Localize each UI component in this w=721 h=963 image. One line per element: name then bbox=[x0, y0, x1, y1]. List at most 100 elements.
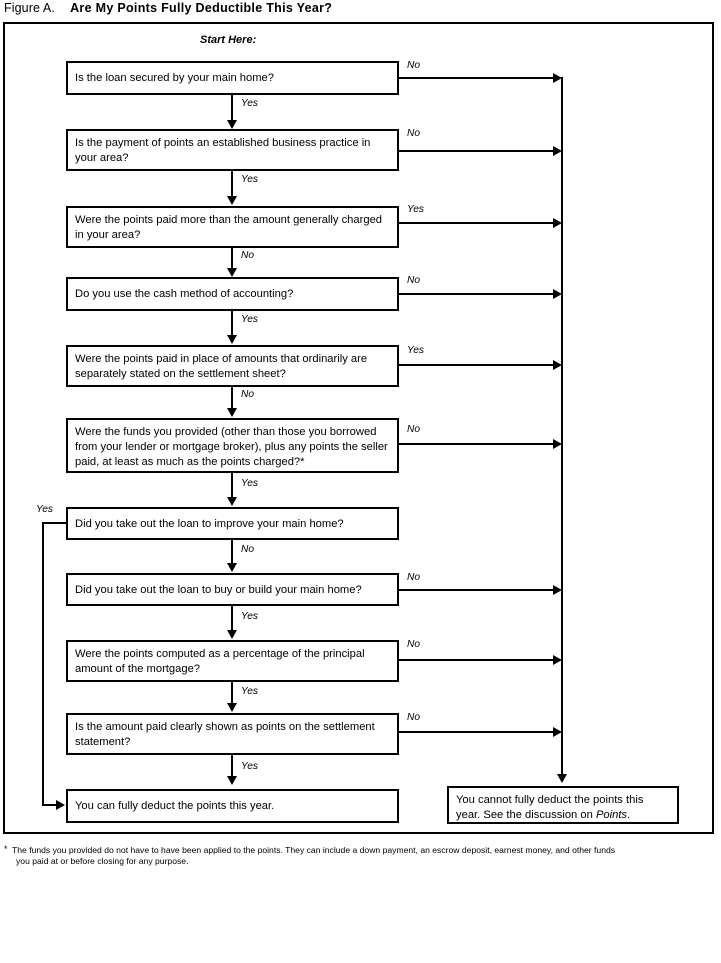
edge-label-q7-yes: Yes bbox=[36, 504, 53, 515]
edge-q8-no-line bbox=[399, 589, 559, 591]
footnote-line-1: The funds you provided do not have to ha… bbox=[12, 845, 616, 855]
question-4-text: Do you use the cash method of accounting… bbox=[75, 288, 294, 300]
edge-q4-no-line bbox=[399, 293, 559, 295]
edge-q10-no-arrowhead bbox=[553, 727, 562, 737]
edge-q1-no-line bbox=[399, 77, 559, 79]
edge-q8-no-arrowhead bbox=[553, 585, 562, 595]
no-branch-collector-arrowhead bbox=[557, 774, 567, 783]
edge-label-q5-no: No bbox=[241, 389, 255, 400]
question-box-2[interactable]: Is the payment of points an established … bbox=[66, 129, 399, 171]
edge-q5-q6-arrowhead bbox=[227, 408, 237, 417]
chart-frame bbox=[3, 22, 714, 834]
question-7-text: Did you take out the loan to improve you… bbox=[75, 517, 344, 530]
question-1-text: Is the loan secured by your main home? bbox=[75, 72, 274, 84]
edge-q1-q2-line bbox=[231, 95, 233, 121]
edge-q7-q8-line bbox=[231, 540, 233, 564]
edge-q7-yes-arrowhead bbox=[56, 800, 65, 810]
edge-label-q5-yes: Yes bbox=[407, 345, 424, 356]
footnote-marker: * bbox=[4, 844, 8, 854]
footnote: * The funds you provided do not have to … bbox=[4, 844, 718, 867]
edge-q9-no-arrowhead bbox=[553, 655, 562, 665]
question-6-text: Were the funds you provided (other than … bbox=[75, 426, 388, 468]
edge-q6-no-arrowhead bbox=[553, 439, 562, 449]
result-not-deductible-points-ref: Points bbox=[595, 809, 628, 821]
edge-q3-yes-line bbox=[399, 222, 559, 224]
edge-q7-yes-vertical-segment bbox=[42, 522, 44, 806]
edge-label-q4-no: No bbox=[407, 275, 421, 286]
edge-label-q6-no: No bbox=[407, 424, 421, 435]
edge-q9-no-line bbox=[399, 659, 559, 661]
edge-q3-yes-arrowhead bbox=[553, 218, 562, 228]
edge-q4-q5-line bbox=[231, 311, 233, 336]
edge-q1-q2-arrowhead bbox=[227, 120, 237, 129]
edge-q3-q4-line bbox=[231, 248, 233, 269]
edge-q2-no-arrowhead bbox=[553, 146, 562, 156]
result-fully-deductible-text: You can fully deduct the points this yea… bbox=[75, 800, 275, 812]
edge-q5-q6-line bbox=[231, 387, 233, 409]
edge-q6-q7-line bbox=[231, 473, 233, 498]
edge-q1-no-arrowhead bbox=[553, 73, 562, 83]
edge-label-q1-no: No bbox=[407, 60, 421, 71]
edge-q5-yes-arrowhead bbox=[553, 360, 562, 370]
edge-label-q3-no: No bbox=[241, 250, 255, 261]
result-box-fully-deductible[interactable]: You can fully deduct the points this yea… bbox=[66, 789, 399, 823]
edge-label-q10-no: No bbox=[407, 712, 421, 723]
edge-label-q6-yes: Yes bbox=[241, 478, 258, 489]
footnote-line-2: you paid at or before closing for any pu… bbox=[16, 856, 189, 866]
question-box-4[interactable]: Do you use the cash method of accounting… bbox=[66, 277, 399, 311]
figure-title: Figure A. Are My Points Fully Deductible… bbox=[4, 1, 332, 15]
question-box-9[interactable]: Were the points computed as a percentage… bbox=[66, 640, 399, 682]
edge-label-q8-no: No bbox=[407, 572, 421, 583]
question-10-text: Is the amount paid clearly shown as poin… bbox=[75, 721, 375, 748]
edge-q6-no-line bbox=[399, 443, 559, 445]
edge-label-q8-yes: Yes bbox=[241, 611, 258, 622]
edge-q3-q4-arrowhead bbox=[227, 268, 237, 277]
edge-q4-no-arrowhead bbox=[553, 289, 562, 299]
edge-label-q9-no: No bbox=[407, 639, 421, 650]
edge-q8-q9-arrowhead bbox=[227, 630, 237, 639]
question-box-8[interactable]: Did you take out the loan to buy or buil… bbox=[66, 573, 399, 606]
edge-q4-q5-arrowhead bbox=[227, 335, 237, 344]
edge-q10-result-line bbox=[231, 755, 233, 777]
edge-label-q2-yes: Yes bbox=[241, 174, 258, 185]
question-box-10[interactable]: Is the amount paid clearly shown as poin… bbox=[66, 713, 399, 755]
question-box-7[interactable]: Did you take out the loan to improve you… bbox=[66, 507, 399, 540]
edge-q2-no-line bbox=[399, 150, 559, 152]
question-9-text: Were the points computed as a percentage… bbox=[75, 648, 365, 675]
edge-q2-q3-line bbox=[231, 171, 233, 197]
edge-label-q9-yes: Yes bbox=[241, 686, 258, 697]
start-here-label: Start Here: bbox=[200, 34, 257, 46]
question-8-text: Did you take out the loan to buy or buil… bbox=[75, 583, 362, 596]
figure-label: Figure A. bbox=[4, 1, 55, 15]
edge-q9-q10-line bbox=[231, 682, 233, 704]
question-box-5[interactable]: Were the points paid in place of amounts… bbox=[66, 345, 399, 387]
edge-label-q4-yes: Yes bbox=[241, 314, 258, 325]
result-not-deductible-line2-prefix: year. See the discussion on bbox=[456, 809, 596, 821]
edge-q8-q9-line bbox=[231, 606, 233, 631]
result-not-deductible-line1: You cannot fully deduct the points this bbox=[456, 794, 644, 806]
question-5-text: Were the points paid in place of amounts… bbox=[75, 353, 368, 380]
edge-label-q2-no: No bbox=[407, 128, 421, 139]
edge-q6-q7-arrowhead bbox=[227, 497, 237, 506]
edge-q7-yes-top-segment bbox=[42, 522, 68, 524]
result-not-deductible-line2-suffix: . bbox=[627, 809, 631, 821]
figure-title-text: Are My Points Fully Deductible This Year… bbox=[70, 1, 333, 15]
edge-label-q7-no: No bbox=[241, 544, 255, 555]
edge-q5-yes-line bbox=[399, 364, 559, 366]
edge-q7-q8-arrowhead bbox=[227, 563, 237, 572]
question-box-6[interactable]: Were the funds you provided (other than … bbox=[66, 418, 399, 473]
edge-label-q10-yes: Yes bbox=[241, 761, 258, 772]
result-box-not-fully-deductible[interactable]: You cannot fully deduct the points this … bbox=[447, 786, 679, 824]
edge-q7-yes-bottom-segment bbox=[42, 804, 60, 806]
question-box-1[interactable]: Is the loan secured by your main home? bbox=[66, 61, 399, 95]
edge-q9-q10-arrowhead bbox=[227, 703, 237, 712]
edge-q2-q3-arrowhead bbox=[227, 196, 237, 205]
edge-q10-result-arrowhead bbox=[227, 776, 237, 785]
edge-q10-no-line bbox=[399, 731, 559, 733]
question-box-3[interactable]: Were the points paid more than the amoun… bbox=[66, 206, 399, 248]
question-3-text: Were the points paid more than the amoun… bbox=[75, 214, 383, 241]
edge-label-q1-yes: Yes bbox=[241, 98, 258, 109]
question-2-text: Is the payment of points an established … bbox=[75, 137, 371, 164]
no-branch-collector-spine bbox=[561, 77, 563, 775]
